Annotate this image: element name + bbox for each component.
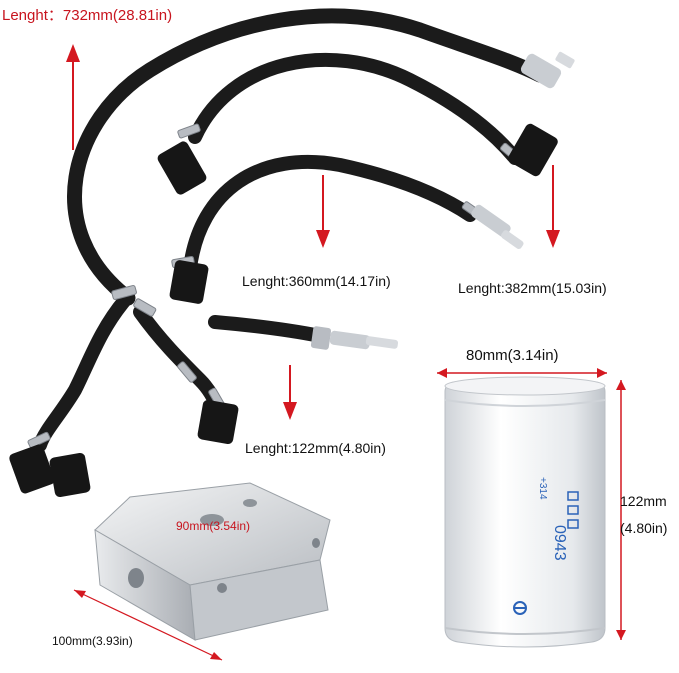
- filter-width-label: 80mm(3.14in): [466, 347, 559, 364]
- filter-height-in-label: (4.80in): [620, 520, 668, 536]
- short-hose-122mm: [208, 315, 399, 350]
- filter-print-icons: [567, 491, 579, 529]
- filter-code: +314: [537, 477, 548, 500]
- aluminum-adapter-block: [94, 482, 331, 641]
- quick-connect-fittings: [9, 123, 558, 498]
- total-length-label: Lenght：732mm(28.81in): [2, 7, 173, 24]
- filter-part-number: 0943: [551, 525, 568, 561]
- hose-assembly-main: [33, 8, 548, 452]
- filter-logo-icon: [513, 601, 527, 615]
- dimension-arrows: [66, 44, 626, 661]
- filter-print: 0943 +314: [537, 477, 568, 561]
- adapter-length-label: 100mm(3.93in): [52, 634, 133, 648]
- hose-122-length-label: Lenght:122mm(4.80in): [245, 440, 386, 456]
- adapter-width-label: 90mm(3.54in): [176, 519, 251, 533]
- filter-height-mm-label: 122mm: [620, 493, 667, 509]
- fuel-filter: 0943 +314: [444, 376, 606, 648]
- metal-fittings: [471, 51, 575, 249]
- hose-382-length-label: Lenght:382mm(15.03in): [458, 280, 607, 296]
- hose-360-length-label: Lenght:360mm(14.17in): [242, 273, 391, 289]
